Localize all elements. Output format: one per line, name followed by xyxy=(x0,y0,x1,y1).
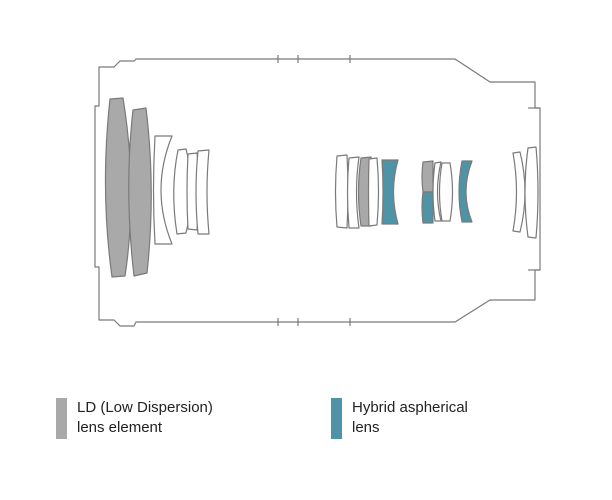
legend-ld-line1: LD (Low Dispersion) xyxy=(77,399,213,416)
legend-hybrid-swatch xyxy=(331,398,342,439)
mid-lens-hybrid xyxy=(381,159,399,225)
rear-lens-3 xyxy=(438,162,454,222)
legend-hybrid: Hybrid aspherical lens xyxy=(331,398,468,439)
legend-ld-label: LD (Low Dispersion) lens element xyxy=(77,398,213,438)
legend-hybrid-line2: lens xyxy=(352,419,380,436)
legend-ld-swatch xyxy=(56,398,67,439)
rear-lens-hybrid xyxy=(458,160,473,223)
front-lens-ld-1 xyxy=(104,97,132,278)
rear-lens-1-bottom xyxy=(421,191,434,224)
rear-lens-1-top xyxy=(421,160,434,193)
legend-ld: LD (Low Dispersion) lens element xyxy=(56,398,213,439)
barrel-outline xyxy=(94,58,541,327)
rear-lens-5 xyxy=(524,146,539,239)
legend-hybrid-line1: Hybrid aspherical xyxy=(352,399,468,416)
mid-lens-cemented xyxy=(367,157,380,227)
rear-lens-4 xyxy=(512,151,526,233)
lens-construction-diagram xyxy=(94,55,541,327)
front-lens-ld-2 xyxy=(128,107,152,277)
mid-lens-1 xyxy=(334,154,349,229)
front-lens-3 xyxy=(152,135,173,245)
rear-lens-2 xyxy=(432,161,442,222)
mid-lens-2 xyxy=(346,156,360,229)
legend-ld-line2: lens element xyxy=(77,419,163,436)
legend-hybrid-label: Hybrid aspherical lens xyxy=(352,398,468,438)
front-lens-6 xyxy=(195,149,210,235)
